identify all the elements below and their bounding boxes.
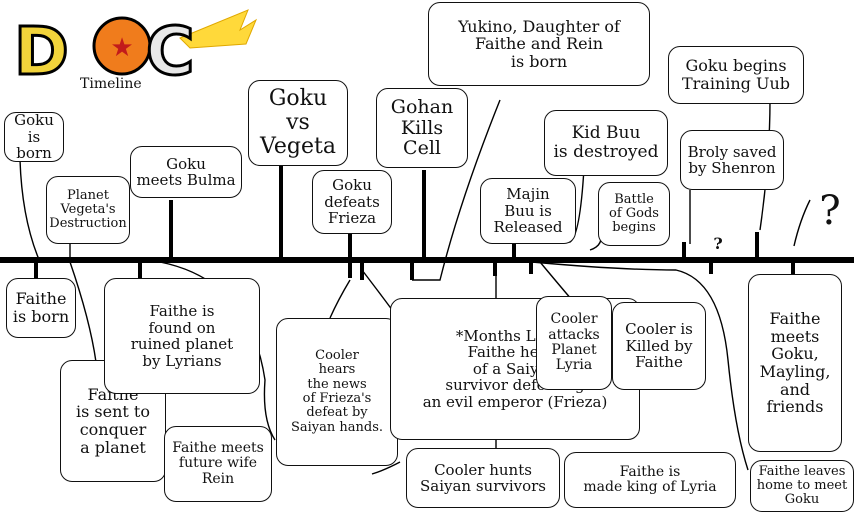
event-faithe-born: Faithe is born <box>6 278 76 338</box>
event-cooler-killed: Cooler is Killed by Faithe <box>612 302 706 390</box>
event-gohan-kills-cell: Gohan Kills Cell <box>376 88 468 168</box>
dboc-logo: D ★ C B <box>13 9 258 84</box>
event-goku-vs-vegeta: Goku vs Vegeta <box>248 80 348 166</box>
timeline-axis <box>0 257 854 263</box>
event-faithe-leaves-home: Faithe leaves home to meet Goku <box>750 460 854 512</box>
event-goku-trains-uub: Goku begins Training Uub <box>668 46 804 104</box>
event-faithe-meets-rein: Faithe meets future wife Rein <box>164 426 272 502</box>
event-vegeta-destruction: Planet Vegeta's Destruction <box>46 176 130 244</box>
event-unknown-small: ? <box>713 234 723 253</box>
logo-letter-c: C <box>146 13 194 84</box>
event-faithe-found: Faithe is found on ruined planet by Lyri… <box>104 278 260 394</box>
event-broly-saved: Broly saved by Shenron <box>680 130 784 190</box>
logo-letter-d: D <box>14 13 69 84</box>
logo-subtitle: Timeline <box>80 76 142 92</box>
event-cooler-hears: Cooler hears the news of Frieza's defeat… <box>276 318 398 466</box>
event-unknown-large: ? <box>819 188 841 234</box>
ki-beam-icon <box>179 9 258 49</box>
event-battle-of-gods: Battle of Gods begins <box>598 182 670 246</box>
event-buu-released: Majin Buu is Released <box>480 178 576 244</box>
dragon-ball-icon <box>92 16 152 76</box>
event-faithe-king: Faithe is made king of Lyria <box>564 452 736 508</box>
event-goku-defeats-frieza: Goku defeats Frieza <box>312 170 392 234</box>
dragon-ball-star-icon: ★ <box>110 33 133 63</box>
event-yukino-born: Yukino, Daughter of Faithe and Rein is b… <box>428 2 650 86</box>
event-cooler-attacks: Cooler attacks Planet Lyria <box>536 296 612 390</box>
event-goku-born: Goku is born <box>4 112 64 162</box>
event-kid-buu-destroyed: Kid Buu is destroyed <box>544 110 668 176</box>
event-faithe-meets-goku: Faithe meets Goku, Mayling, and friends <box>748 274 842 452</box>
event-cooler-hunts: Cooler hunts Saiyan survivors <box>406 448 560 508</box>
event-goku-meets-bulma: Goku meets Bulma <box>130 146 242 198</box>
